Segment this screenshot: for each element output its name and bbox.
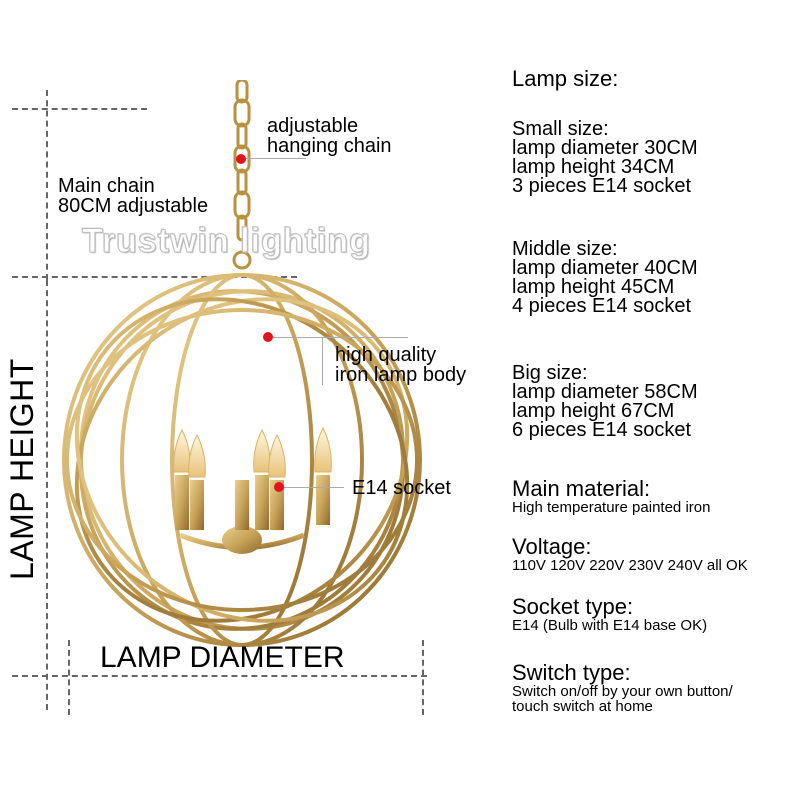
size-detail: lamp height 45CM [512,276,675,298]
size-big: Big size: lamp diameter 58CM lamp height… [512,362,698,441]
watermark: Trustwin lighting [82,222,371,261]
material-value: High temperature painted iron [512,499,711,516]
switch-spec: Switch type: Switch on/off by your own b… [512,660,733,715]
body-marker [263,332,273,342]
switch-value-line: touch switch at home [512,698,653,715]
main-chain-guide [46,90,48,280]
size-detail: 3 pieces E14 socket [512,175,691,197]
chain-marker [236,154,246,164]
socket-marker [274,482,284,492]
body-label: high quality iron lamp body [335,344,467,386]
lamp-size-heading: Lamp size: [512,66,619,91]
diameter-right-guide [422,640,424,715]
material-spec: Main material: High temperature painted … [512,476,711,516]
lamp-diameter-label: LAMP DIAMETER [100,641,345,674]
chain-label: adjustable hanging chain [267,115,392,157]
socket-title: Socket type: [512,594,634,619]
size-small: Small size: lamp diameter 30CM lamp heig… [512,118,698,197]
size-detail: lamp diameter 40CM [512,257,698,279]
lamp-bottom-guide [12,675,427,677]
size-detail: lamp diameter 30CM [512,137,698,159]
body-pointer-down [322,337,323,385]
body-pointer [273,337,408,338]
diameter-left-guide [68,640,70,715]
lamp-height-guide [46,280,48,710]
material-title: Main material: [512,476,651,501]
lamp-height-label: LAMP HEIGHT [4,358,40,580]
switch-title: Switch type: [512,660,631,685]
size-detail: lamp height 67CM [512,400,675,422]
size-detail: lamp height 34CM [512,156,675,178]
socket-value: E14 (Bulb with E14 base OK) [512,617,708,634]
voltage-title: Voltage: [512,534,592,559]
lamp-top-guide [12,276,297,278]
main-chain-label: Main chain 80CM adjustable [58,175,209,217]
e14-bulbs [173,426,332,478]
hanging-chain [232,80,252,270]
top-height-guide [12,108,147,110]
size-name: Small size: [512,118,609,140]
size-middle: Middle size: lamp diameter 40CM lamp hei… [512,238,698,317]
voltage-spec: Voltage: 110V 120V 220V 230V 240V all OK [512,534,748,574]
size-detail: lamp diameter 58CM [512,381,698,403]
iron-cage [62,273,422,647]
socket-pointer [284,487,344,488]
size-detail: 4 pieces E14 socket [512,295,691,317]
size-name: Middle size: [512,238,618,260]
chain-pointer [246,158,306,159]
voltage-value: 110V 120V 220V 230V 240V all OK [512,557,748,574]
socket-label: E14 socket [352,477,451,499]
size-name: Big size: [512,362,588,384]
chandelier-illustration [62,80,422,647]
socket-spec: Socket type: E14 (Bulb with E14 base OK) [512,594,708,634]
size-detail: 6 pieces E14 socket [512,419,691,441]
switch-value-line: Switch on/off by your own button/ [512,683,733,700]
